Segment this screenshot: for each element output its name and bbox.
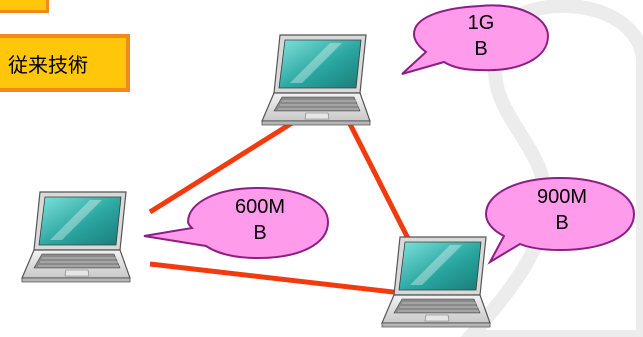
bubble-right-label: 900M B [522,184,602,236]
laptop-left [21,191,131,283]
bubble-top-line2: B [474,38,488,60]
bubble-top-line1: 1G [467,12,495,34]
background-watermark-shape [460,0,643,337]
bubble-right-line1: 900M [536,186,588,208]
title-label-box: 従来技術 [0,34,130,92]
title-label-text: 従来技術 [8,52,88,77]
laptop-top [261,34,371,126]
link-top-left [148,115,302,215]
bubble-right-line2: B [555,212,569,234]
link-left-right [149,261,429,299]
top-accent-strip [0,0,49,13]
bubble-right-shape [484,176,636,265]
bubble-top-shape [401,4,550,75]
laptop-right [381,236,491,328]
bubble-left-shape [143,186,330,260]
bubble-left-label: 600M B [220,194,300,246]
bubble-top-label: 1G B [448,10,514,62]
bubble-left-line1: 600M [234,196,286,218]
bubble-left-line2: B [253,222,267,244]
